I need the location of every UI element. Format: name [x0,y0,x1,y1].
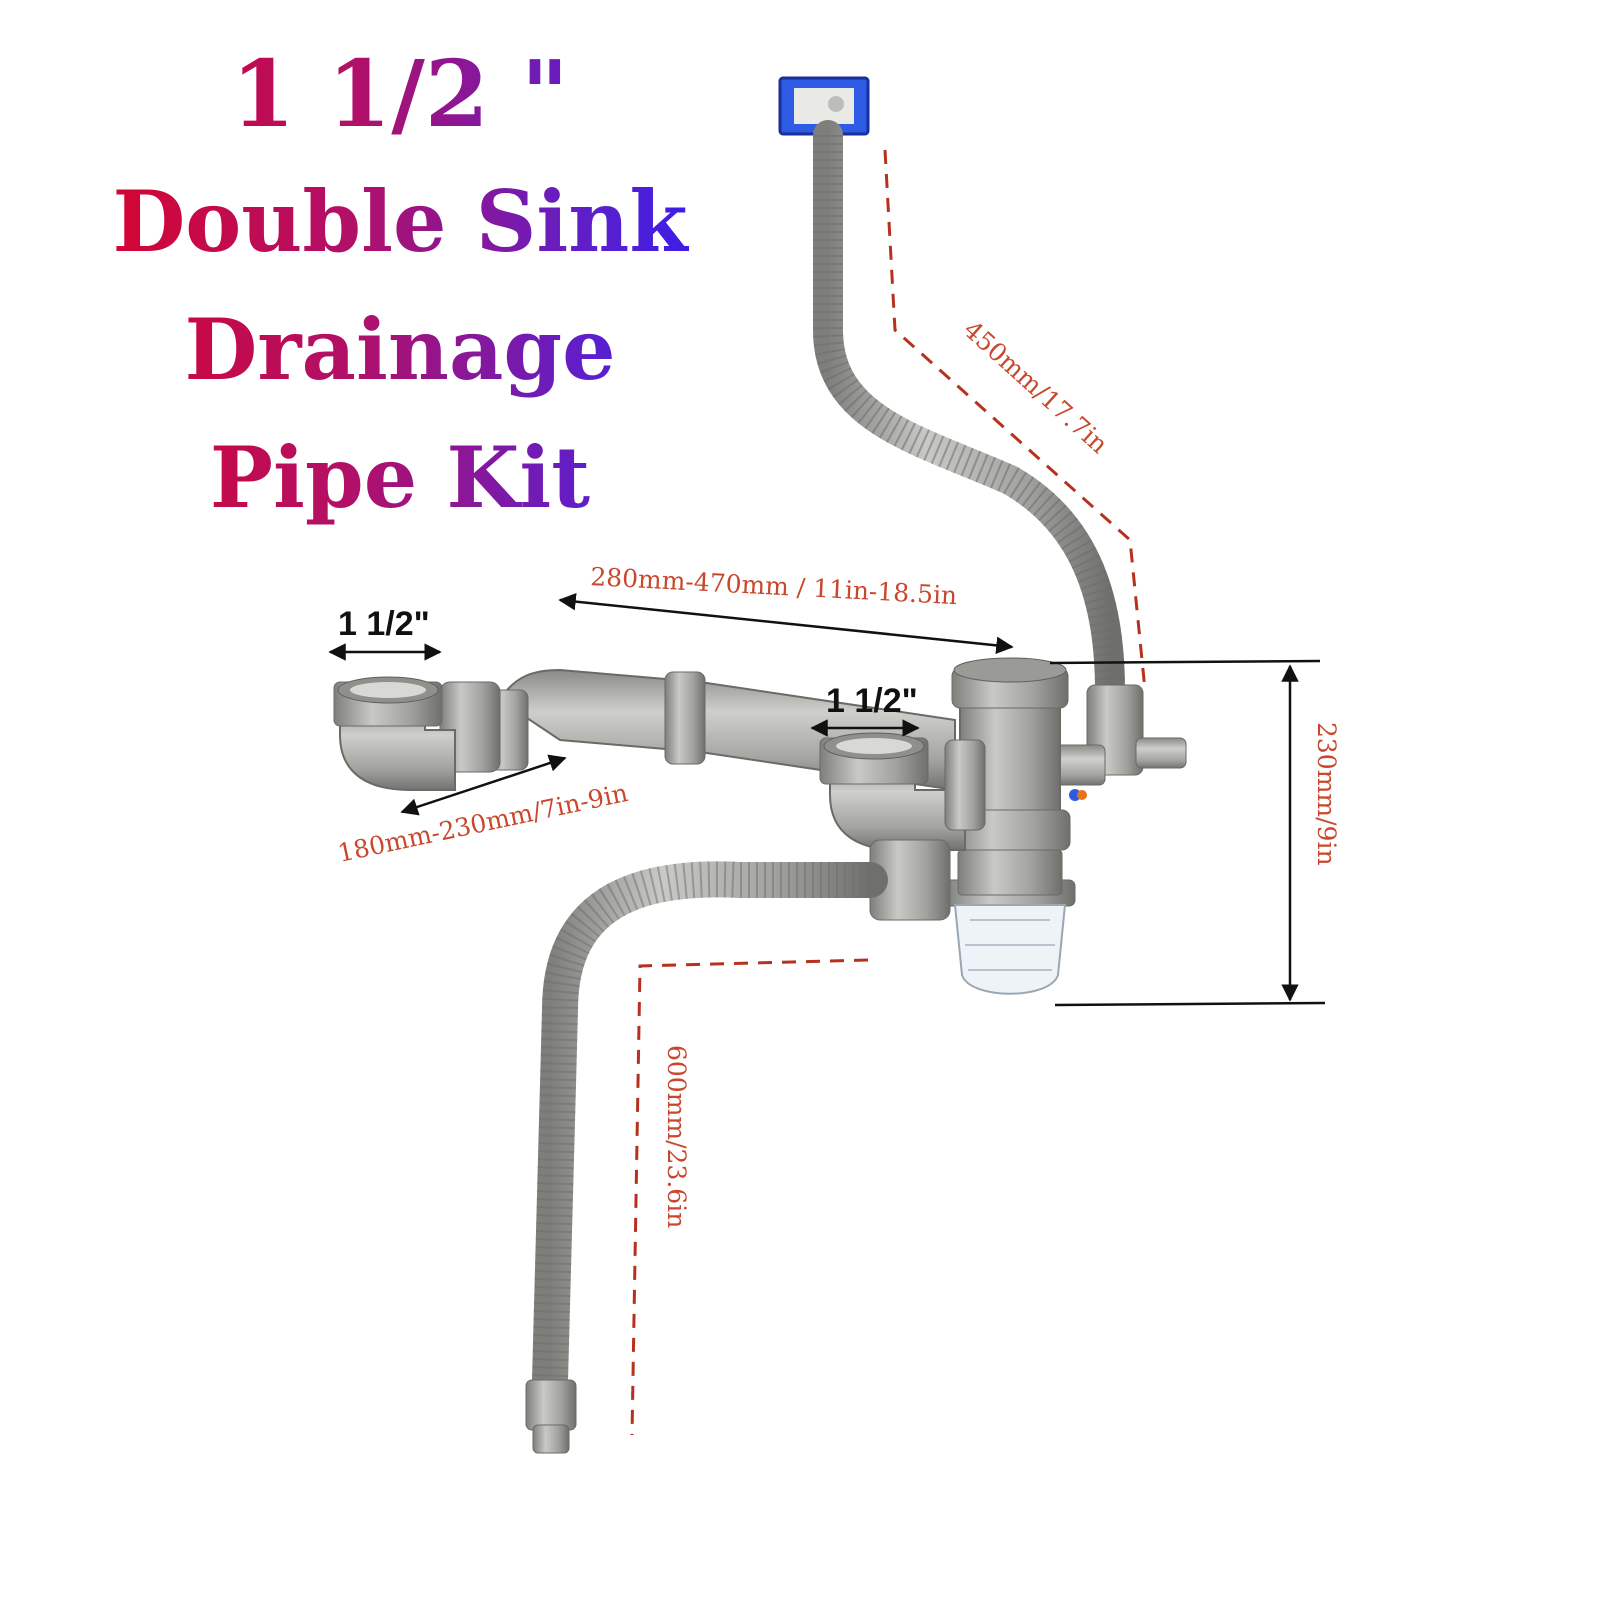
trap-height-label: 230mm/9in [1312,722,1341,866]
overflow-assembly [778,76,1187,801]
drain-hose [532,861,888,1398]
overflow-dim-label: 450mm/17.7in [958,315,1114,459]
title-size: 1 1/2 " [0,30,800,158]
left-sink-inlet [333,676,456,791]
drain-hose-assembly [525,839,951,1454]
drain-hose-label: 600mm/23.6in [662,1045,691,1228]
title-line-2: Double Sink [0,158,800,286]
left-inlet-label: 1 1/2" [338,605,430,643]
left-arm-label: 180mm-230mm/7in-9in [335,778,630,868]
left-arm-arrow [400,754,567,816]
pipe-span-arrow [558,592,1014,655]
title-line-3: Drainage [0,286,800,414]
drain-hose-dim-line [630,958,869,1436]
pipe-span-label: 280mm-470mm / 11in-18.5in [590,562,958,610]
right-sink-inlet [819,732,986,851]
right-inlet-label: 1 1/2" [826,682,918,720]
title-line-4: Pipe Kit [0,414,800,542]
overflow-dim-line [883,149,1147,691]
product-title: 1 1/2 " Double Sink Drainage Pipe Kit [0,30,800,542]
